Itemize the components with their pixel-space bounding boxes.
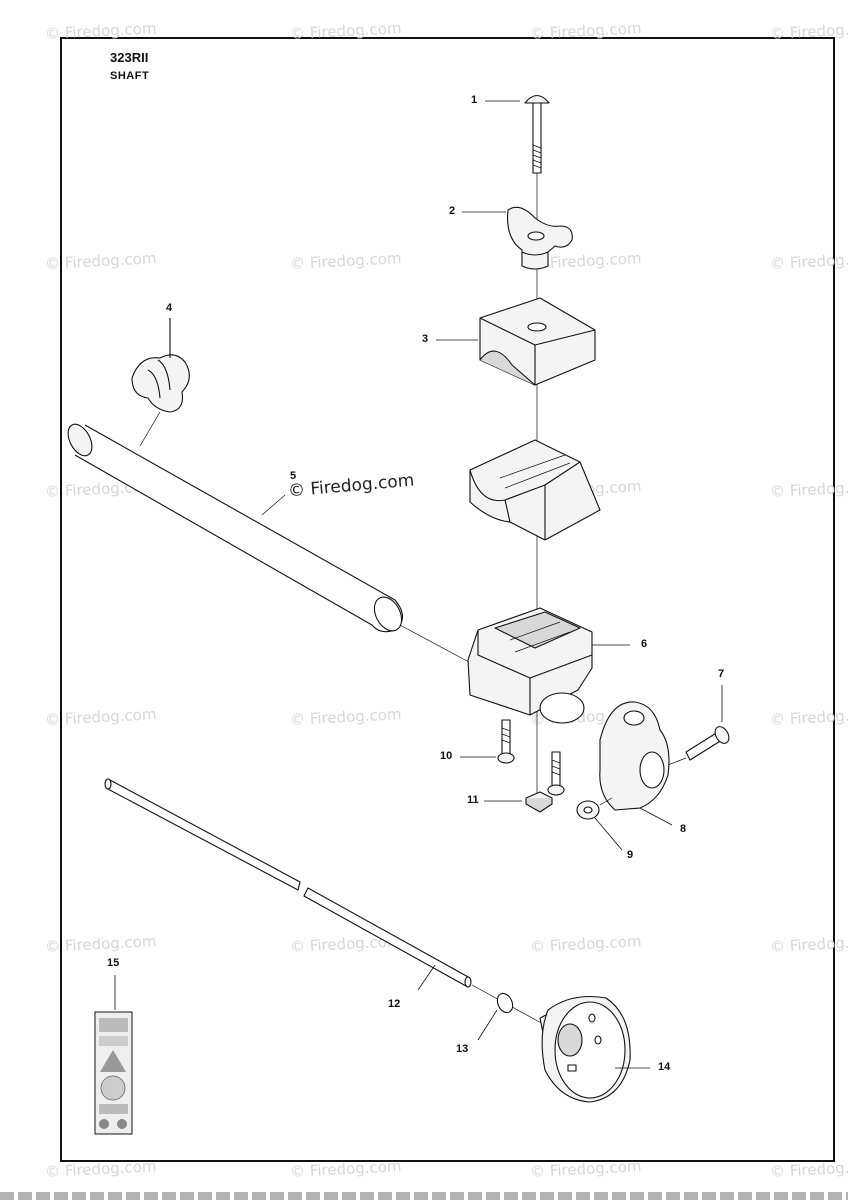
callout-5: 5	[290, 470, 297, 482]
section-title: SHAFT	[110, 70, 150, 82]
leader-5	[261, 494, 286, 516]
callout-7: 7	[718, 668, 725, 680]
nut-axis-line	[599, 797, 613, 806]
callout-11: 11	[467, 794, 479, 806]
callout-14: 14	[658, 1061, 671, 1073]
clamp-insert	[469, 439, 601, 541]
part-11-square-nut	[525, 791, 553, 813]
part-2-wing-nut	[507, 206, 573, 270]
part-6-shaft-mount	[467, 607, 593, 724]
part-3-clamp-block	[479, 297, 596, 386]
part-15-warning-decal	[94, 1011, 133, 1135]
callout-4: 4	[166, 302, 173, 314]
part-7-screw	[685, 726, 730, 761]
leader-9	[594, 817, 623, 851]
callout-13: 13	[456, 1043, 469, 1055]
callout-12: 12	[388, 998, 401, 1010]
callout-15: 15	[107, 957, 120, 969]
leader-8	[639, 807, 673, 826]
callout-3: 3	[422, 333, 429, 345]
leader-12	[417, 964, 436, 991]
screw-lower	[547, 751, 565, 796]
callout-1: 1	[471, 94, 478, 106]
leader-4b	[139, 411, 161, 447]
leader-13	[477, 1009, 498, 1041]
tube-axis-line	[399, 624, 481, 669]
callout-6: 6	[641, 638, 648, 650]
callout-2: 2	[449, 205, 456, 217]
callout-8: 8	[680, 823, 687, 835]
part-9-nut	[576, 800, 600, 820]
part-1-bolt	[524, 94, 550, 174]
diagram-frame	[60, 37, 835, 1162]
model-number: 323RII	[110, 50, 149, 65]
part-10-screw	[497, 719, 515, 764]
part-8-clamp-collar	[599, 701, 670, 811]
part-14-clutch-drum	[539, 995, 631, 1103]
part-5-tube	[67, 423, 404, 633]
part-13-ring	[496, 992, 514, 1014]
part-4-handle-clip	[131, 354, 190, 413]
callout-9: 9	[627, 849, 634, 861]
bottom-edge-strip	[0, 1192, 848, 1200]
callout-10: 10	[440, 750, 453, 762]
part-12-drive-shaft	[104, 778, 472, 988]
